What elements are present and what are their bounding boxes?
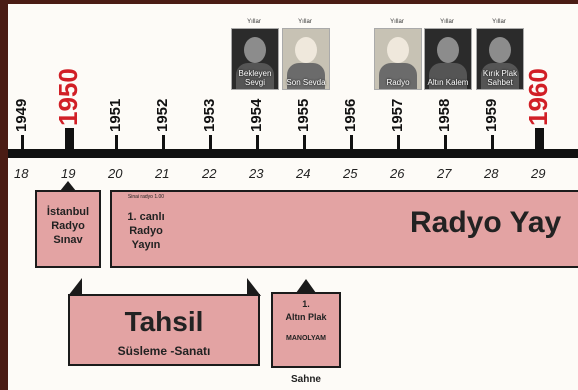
exam-text: İstanbul Radyo Sınav — [35, 205, 101, 247]
record-line1: 1. — [302, 299, 310, 309]
record-box — [271, 292, 341, 368]
age-label-26: 26 — [390, 166, 405, 181]
portrait-photo: Bekleyen Sevgi — [231, 28, 279, 90]
age-label-18: 18 — [14, 166, 29, 181]
year-label-1955: 1955 — [295, 98, 312, 132]
body-shape — [481, 63, 519, 89]
face-shape — [295, 37, 317, 63]
age-label-23: 23 — [249, 166, 264, 181]
tick-1954 — [256, 135, 259, 151]
tick-1951 — [115, 135, 118, 151]
tick-1949 — [21, 135, 24, 151]
tick-1959 — [491, 135, 494, 151]
face-shape — [489, 37, 511, 63]
year-label-1951: 1951 — [107, 98, 124, 132]
photo-top-caption: Yıllar — [390, 19, 404, 25]
record-text: 1. Altın Plak MANOLYAM — [271, 298, 341, 345]
portrait-photo: Altın Kalem — [424, 28, 472, 90]
year-label-1953: 1953 — [201, 98, 218, 132]
timeline-axis — [8, 149, 578, 158]
face-shape — [387, 37, 409, 63]
body-shape — [236, 63, 274, 89]
year-label-1950: 1950 — [53, 68, 83, 126]
age-label-21: 21 — [155, 166, 170, 181]
body-shape — [379, 63, 417, 89]
live-line3: Yayın — [131, 239, 161, 251]
year-label-1954: 1954 — [248, 98, 265, 132]
age-label-28: 28 — [484, 166, 499, 181]
education-box — [68, 294, 260, 366]
age-label-27: 27 — [437, 166, 452, 181]
exam-box — [35, 190, 101, 268]
tick-1952 — [162, 135, 165, 151]
exam-line2: Radyo — [51, 220, 85, 232]
year-label-1952: 1952 — [154, 98, 171, 132]
year-label-1956: 1956 — [342, 98, 359, 132]
record-pointer — [296, 279, 316, 293]
year-label-1957: 1957 — [389, 98, 406, 132]
photo-caption: Son Sevda — [286, 78, 326, 87]
year-label-1958: 1958 — [436, 98, 453, 132]
year-label-1960: 1960 — [523, 68, 553, 126]
age-label-25: 25 — [343, 166, 358, 181]
stage-label: Sahne — [290, 374, 321, 385]
live-broadcast-box — [110, 190, 182, 268]
broadcast-bar — [178, 190, 578, 268]
portrait-photo: Radyo — [374, 28, 422, 90]
exam-line1: İstanbul — [46, 206, 90, 218]
body-shape — [287, 63, 325, 89]
exam-pointer — [60, 181, 76, 191]
live-small-note: Sinai radyo 1.00 — [127, 194, 165, 200]
broadcast-label: Radyo Yay — [410, 206, 562, 239]
face-shape — [244, 37, 266, 63]
education-subtitle: Süsleme -Sanatı — [117, 344, 211, 358]
education-left-tab — [68, 278, 82, 296]
face-shape — [437, 37, 459, 63]
year-label-1959: 1959 — [483, 98, 500, 132]
age-label-19: 19 — [61, 166, 76, 181]
photo-caption: Bekleyen Sevgi — [238, 69, 272, 87]
education-right-tab — [247, 278, 261, 296]
exam-line3: Sınav — [53, 234, 83, 246]
frame-left-border — [0, 0, 8, 390]
photo-top-caption: Yıllar — [298, 19, 312, 25]
body-shape — [429, 63, 467, 89]
tick-1953 — [209, 135, 212, 151]
age-label-24: 24 — [296, 166, 311, 181]
portrait-photo: Kırık Plak Sahbet — [476, 28, 524, 90]
tick-1958 — [444, 135, 447, 151]
year-label-1949: 1949 — [13, 98, 30, 132]
age-label-29: 29 — [531, 166, 546, 181]
live-line1: 1. canlı — [127, 211, 165, 223]
tick-1957 — [397, 135, 400, 151]
tick-1956 — [350, 135, 353, 151]
portrait-photo: Son Sevda — [282, 28, 330, 90]
tick-1950 — [65, 128, 74, 154]
tick-1955 — [303, 135, 306, 151]
tick-1960 — [535, 128, 544, 154]
frame-top-border — [0, 0, 578, 4]
photo-caption: Radyo — [386, 78, 410, 87]
photo-top-caption: Yıllar — [492, 19, 506, 25]
photo-top-caption: Yıllar — [440, 19, 454, 25]
photo-top-caption: Yıllar — [247, 19, 261, 25]
age-label-20: 20 — [108, 166, 123, 181]
age-label-22: 22 — [202, 166, 217, 181]
live-text: 1. canlı Radyo Yayın — [110, 210, 182, 252]
photo-caption: Altın Kalem — [427, 78, 469, 87]
record-line2: Altın Plak — [285, 312, 327, 322]
live-line2: Radyo — [129, 225, 163, 237]
record-line3: MANOLYAM — [286, 335, 326, 342]
education-title: Tahsil — [124, 306, 204, 337]
photo-caption: Kırık Plak Sahbet — [482, 69, 518, 87]
